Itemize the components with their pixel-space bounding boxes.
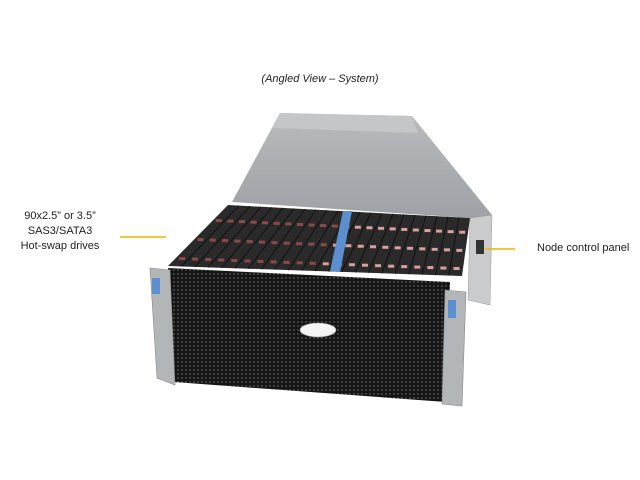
drive-slot-divider	[394, 214, 416, 274]
drive-latch	[447, 230, 454, 234]
drive-latch	[407, 246, 414, 250]
drive-latch	[308, 242, 315, 246]
drive-latch	[459, 230, 466, 234]
drive-latch	[345, 244, 352, 248]
drive-latch	[322, 262, 329, 266]
drive-latch	[308, 223, 315, 227]
drive-latch	[375, 264, 382, 268]
drive-slot-divider	[301, 210, 339, 271]
drive-latch	[205, 258, 212, 262]
drive-slot-divider	[354, 213, 383, 273]
drive-slots	[179, 205, 466, 276]
drive-latch	[271, 241, 278, 245]
drive-latch	[382, 245, 389, 249]
drive-slot-divider	[434, 216, 449, 276]
side-panel	[467, 214, 493, 306]
drive-latch	[273, 221, 280, 225]
drive-latch	[427, 266, 434, 270]
drive-slot-divider	[381, 214, 405, 274]
drive-latch	[296, 242, 303, 246]
drive-latch	[331, 224, 338, 228]
left-handle	[149, 267, 176, 386]
drive-latch	[370, 245, 377, 249]
drive-latch	[179, 257, 186, 261]
drive-latch	[244, 259, 251, 263]
drive-latch	[401, 227, 408, 231]
drive-slot-divider	[341, 212, 372, 273]
drive-latch	[259, 240, 266, 244]
drive-latch	[389, 227, 396, 231]
drive-latch	[218, 258, 225, 262]
drive-latch	[296, 222, 303, 226]
drive-slot-divider	[448, 217, 460, 276]
drive-latch	[250, 220, 257, 224]
drive-latch	[431, 247, 438, 251]
drive-latch	[361, 263, 368, 267]
drive-latch	[227, 219, 234, 223]
drives-callout-line-2: SAS3/SATA3	[27, 225, 93, 237]
drive-latch	[283, 260, 290, 264]
drive-latch	[440, 266, 447, 270]
drive-slot-divider	[194, 205, 251, 268]
drive-latch	[419, 247, 426, 251]
drive-latch	[444, 248, 451, 252]
drive-slot-divider	[221, 207, 273, 269]
drive-latch	[414, 265, 421, 269]
drive-latch	[234, 239, 241, 243]
drive-slot-divider	[274, 209, 317, 270]
drive-latch	[246, 240, 253, 244]
drive-slot-divider	[181, 205, 240, 267]
drive-latch	[412, 228, 419, 232]
supermicro-logo	[299, 322, 337, 338]
drive-latch	[366, 226, 373, 230]
drive-latch	[309, 261, 316, 265]
figure-caption: (Angled View – System)	[261, 73, 379, 85]
right-handle-blue	[448, 300, 456, 318]
drive-slot-divider	[367, 213, 394, 274]
drive-slot-divider	[287, 210, 328, 271]
drive-latch	[257, 259, 264, 263]
drives-callout-line-1: 90x2.5” or 3.5”	[24, 210, 96, 222]
drive-latch	[231, 258, 238, 262]
control-panel-callout-label: Node control panel	[537, 242, 630, 254]
drive-latch	[262, 221, 269, 225]
drive-latch	[436, 229, 443, 233]
drive-latch	[401, 265, 408, 269]
drive-latch	[453, 267, 460, 271]
drive-slot-divider	[421, 216, 438, 275]
drive-latch	[320, 224, 327, 228]
drive-latch	[270, 260, 277, 264]
drive-latch	[296, 261, 303, 265]
drive-bay-divider	[330, 211, 352, 272]
drive-latch	[222, 239, 229, 243]
drives-callout-label: 90x2.5” or 3.5” SAS3/SATA3 Hot-swap driv…	[0, 209, 120, 254]
left-handle-blue	[152, 278, 160, 294]
drive-latch	[388, 264, 395, 268]
drive-latch	[456, 248, 463, 252]
drive-latch	[238, 220, 245, 224]
drive-latch	[357, 244, 364, 248]
drive-slot-divider	[247, 208, 295, 270]
top-cover-rear	[272, 113, 418, 133]
drive-latch	[354, 225, 361, 229]
drive-latch	[209, 238, 216, 242]
right-handle	[441, 289, 467, 407]
drive-latch	[424, 229, 431, 233]
drives-callout-line-3: Hot-swap drives	[20, 240, 100, 252]
drive-latch	[283, 241, 290, 245]
drive-slot-divider	[261, 208, 306, 270]
drive-latch	[394, 246, 401, 250]
drive-latch	[197, 238, 204, 242]
control-panel	[476, 240, 484, 254]
top-cover	[232, 113, 492, 218]
drive-latch	[378, 226, 385, 230]
drive-latch	[348, 263, 355, 267]
drive-latch	[192, 257, 199, 261]
drive-latch	[320, 243, 327, 247]
drive-latch	[215, 219, 222, 223]
drive-slot-divider	[207, 206, 262, 268]
drive-slot-divider	[234, 207, 284, 269]
drive-latch	[285, 222, 292, 226]
drive-slot-divider	[408, 215, 427, 275]
